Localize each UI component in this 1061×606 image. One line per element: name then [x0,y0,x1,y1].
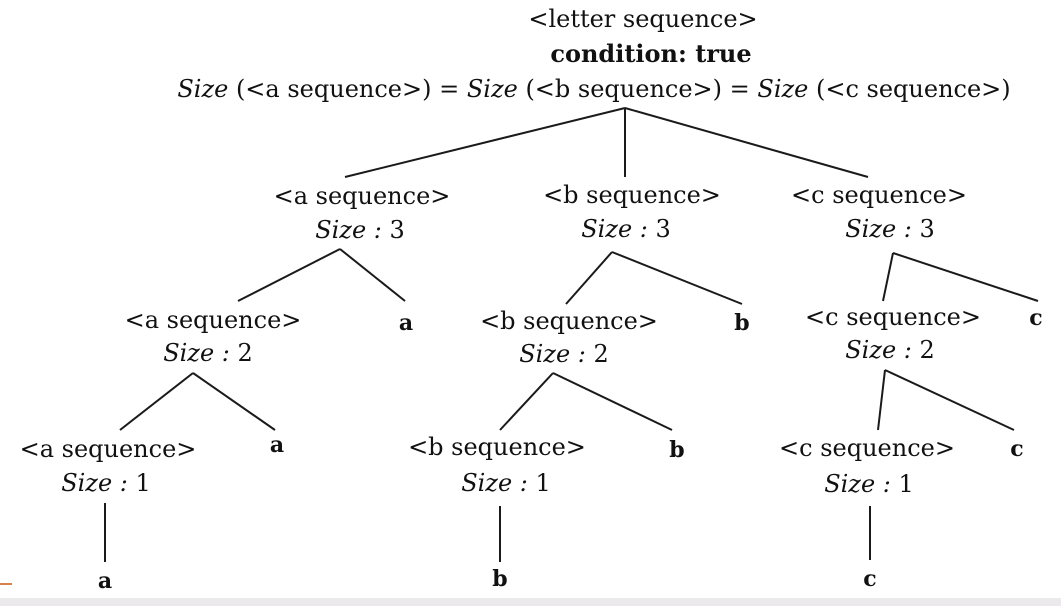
leaf-c: c [863,566,876,592]
edge-b2-to-b1 [499,372,554,431]
leaf-c: c [1010,436,1023,462]
size-value: 3 [920,215,935,243]
constraint-b-arg: (<b sequence>) = [518,75,758,103]
size-prefix: Size : [845,215,912,243]
root-node: <letter sequence> condition: true Size (… [177,5,1010,103]
size-prefix: Size : [315,216,382,244]
size-prefix: Size : [845,336,912,364]
tree-edges [104,107,1039,562]
size-word-a: Size [177,75,228,103]
node-c-size-2: <c sequence> Size : 2 [805,303,981,364]
size-prefix: Size : [824,470,891,498]
node-label: <b sequence> [543,181,721,209]
node-size: Size : 3 [845,215,935,243]
node-a-size-3: <a sequence> Size : 3 [274,182,451,244]
size-value: 3 [656,215,671,243]
edge-a3-to-leaf-a [339,248,406,302]
node-size: Size : 1 [61,469,151,497]
node-size: Size : 3 [581,215,671,243]
node-c-size-1: <c sequence> Size : 1 [779,434,955,498]
size-gap [586,340,594,368]
node-a-size-2: <a sequence> Size : 2 [125,306,302,367]
node-a-size-1: <a sequence> Size : 1 [20,435,197,497]
edge-a2-to-a1 [119,372,194,431]
size-prefix: Size : [461,469,528,497]
branch-c: <c sequence> Size : 3 c <c sequence> Siz… [779,181,1043,592]
bottom-edge-strip [0,598,1061,606]
edge-a2-to-leaf-a [192,372,276,431]
size-value: 3 [390,216,405,244]
node-b-size-3: <b sequence> Size : 3 [543,181,721,243]
node-size: Size : 2 [163,339,253,367]
edge-c2-to-leaf-c [884,369,1015,431]
node-size: Size : 2 [845,336,935,364]
size-gap [648,215,656,243]
node-label: <b sequence> [480,307,658,335]
size-prefix: Size : [61,469,128,497]
constraint-c-arg: (<c sequence>) [808,75,1010,103]
edge-b2-to-leaf-b [552,372,673,431]
node-b-size-1: <b sequence> Size : 1 [408,433,586,497]
node-size: Size : 2 [519,340,609,368]
node-size: Size : 1 [824,470,914,498]
leaf-a: a [98,568,112,594]
node-size: Size : 3 [315,216,405,244]
size-gap [891,470,899,498]
leaf-c: c [1029,305,1042,331]
constraint-a-arg: (<a sequence>) = [228,75,467,103]
branch-b: <b sequence> Size : 3 b <b sequence> Siz… [408,181,750,592]
node-label: <a sequence> [274,182,451,210]
page-edge-mark [0,583,12,585]
size-value: 2 [594,340,609,368]
branch-a: <a sequence> Size : 3 a <a sequence> Siz… [20,182,451,594]
size-prefix: Size : [519,340,586,368]
node-label: <b sequence> [408,433,586,461]
node-label: <c sequence> [791,181,967,209]
leaf-b: b [492,566,507,592]
size-prefix: Size : [581,215,648,243]
size-value: 2 [238,339,253,367]
node-label: <c sequence> [805,303,981,331]
size-word-b: Size [467,75,518,103]
leaf-a: a [270,432,284,458]
node-size: Size : 1 [461,469,551,497]
node-c-size-3: <c sequence> Size : 3 [791,181,967,243]
size-gap [528,469,536,497]
root-condition: condition: true [550,39,751,68]
edge-b3-to-leaf-b [611,251,743,305]
node-label: <a sequence> [125,306,302,334]
size-value: 2 [920,336,935,364]
size-value: 1 [899,470,914,498]
root-label: <letter sequence> [528,5,757,33]
edge-a3-to-a2 [237,248,341,302]
edge-root-to-a3 [344,107,626,178]
size-prefix: Size : [163,339,230,367]
node-label: <a sequence> [20,435,197,463]
size-value: 1 [136,469,151,497]
size-gap [128,469,136,497]
edge-b3-to-b2 [565,251,613,305]
leaf-b: b [669,437,684,463]
edge-c2-to-c1 [877,369,886,431]
size-gap [912,215,920,243]
leaf-b: b [734,310,749,336]
edge-root-to-c3 [624,107,869,178]
size-gap [230,339,238,367]
size-gap [912,336,920,364]
size-gap [382,216,390,244]
leaf-a: a [399,310,413,336]
size-value: 1 [536,469,551,497]
size-word-c: Size [757,75,808,103]
edge-c3-to-leaf-c [892,252,1039,302]
node-b-size-2: <b sequence> Size : 2 [480,307,658,368]
node-label: <c sequence> [779,434,955,462]
root-size-constraint: Size (<a sequence>) = Size (<b sequence>… [177,75,1010,103]
edge-c3-to-c2 [882,252,894,302]
